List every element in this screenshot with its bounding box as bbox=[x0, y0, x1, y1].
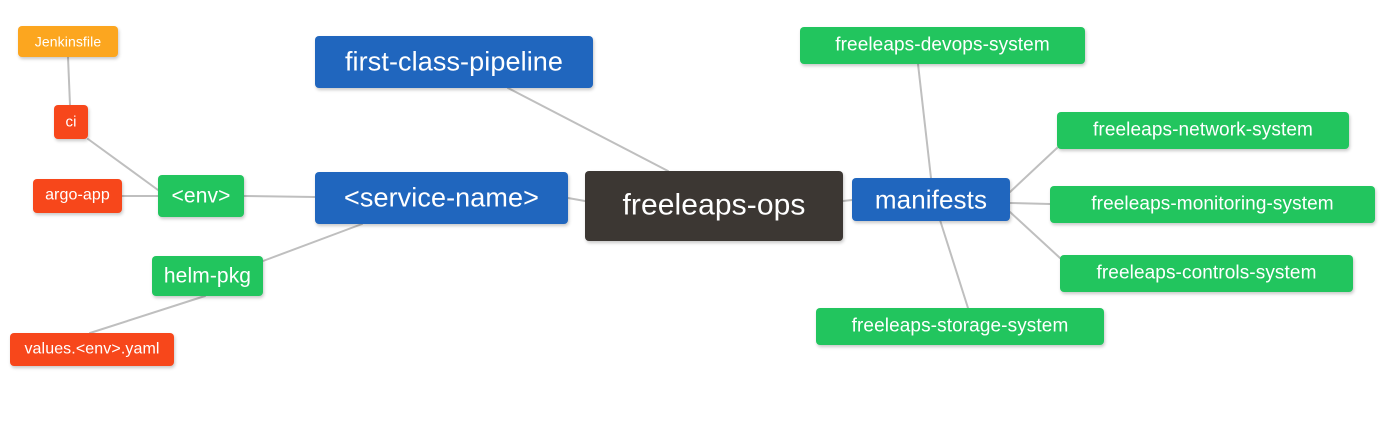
node-argo-app-label: argo-app bbox=[45, 186, 110, 204]
edge-env-service-name bbox=[243, 195, 316, 198]
edge-manifests-devops bbox=[917, 63, 932, 179]
edge-manifests-storage bbox=[939, 219, 969, 309]
node-values-env-yaml-label: values.<env>.yaml bbox=[24, 340, 160, 357]
node-freeleaps-ops[interactable]: freeleaps-ops bbox=[585, 171, 843, 241]
edge-jenkinsfile-ci bbox=[67, 56, 71, 106]
node-env[interactable]: <env> bbox=[158, 175, 244, 217]
node-helm-pkg-label: helm-pkg bbox=[163, 264, 252, 287]
node-freeleaps-ops-label: freeleaps-ops bbox=[622, 188, 806, 222]
node-freeleaps-devops-system-label: freeleaps-devops-system bbox=[835, 34, 1050, 56]
node-freeleaps-controls-system-label: freeleaps-controls-system bbox=[1096, 262, 1317, 284]
node-service-name[interactable]: <service-name> bbox=[315, 172, 568, 224]
edge-manifests-network bbox=[1009, 147, 1058, 193]
edge-first-class-pipeline-freeleaps-ops bbox=[507, 87, 669, 172]
node-first-class-pipeline-label: first-class-pipeline bbox=[344, 46, 564, 76]
edge-values-helm-pkg bbox=[89, 295, 206, 334]
edge-service-name-freeleaps-ops bbox=[567, 197, 586, 202]
node-freeleaps-storage-system-label: freeleaps-storage-system bbox=[851, 315, 1069, 337]
edge-helm-pkg-service-name bbox=[262, 223, 363, 262]
node-jenkinsfile-label: Jenkinsfile bbox=[34, 33, 102, 49]
node-values-env-yaml[interactable]: values.<env>.yaml bbox=[10, 333, 174, 366]
edge-freeleaps-ops-manifests bbox=[842, 199, 853, 202]
node-argo-app[interactable]: argo-app bbox=[33, 179, 122, 213]
node-manifests-label: manifests bbox=[874, 184, 988, 214]
node-freeleaps-monitoring-system-label: freeleaps-monitoring-system bbox=[1091, 193, 1334, 215]
node-env-label: <env> bbox=[171, 184, 231, 207]
node-ci[interactable]: ci bbox=[54, 105, 88, 139]
node-ci-label: ci bbox=[65, 113, 77, 130]
node-freeleaps-monitoring-system[interactable]: freeleaps-monitoring-system bbox=[1050, 186, 1375, 223]
node-first-class-pipeline[interactable]: first-class-pipeline bbox=[315, 36, 593, 88]
edge-manifests-monitoring bbox=[1009, 202, 1051, 205]
node-helm-pkg[interactable]: helm-pkg bbox=[152, 256, 263, 296]
node-service-name-label: <service-name> bbox=[344, 182, 539, 212]
node-manifests[interactable]: manifests bbox=[852, 178, 1010, 221]
node-freeleaps-devops-system[interactable]: freeleaps-devops-system bbox=[800, 27, 1085, 64]
node-freeleaps-controls-system[interactable]: freeleaps-controls-system bbox=[1060, 255, 1353, 292]
node-freeleaps-storage-system[interactable]: freeleaps-storage-system bbox=[816, 308, 1104, 345]
node-freeleaps-network-system[interactable]: freeleaps-network-system bbox=[1057, 112, 1349, 149]
node-jenkinsfile[interactable]: Jenkinsfile bbox=[18, 26, 118, 57]
node-freeleaps-network-system-label: freeleaps-network-system bbox=[1093, 119, 1313, 141]
